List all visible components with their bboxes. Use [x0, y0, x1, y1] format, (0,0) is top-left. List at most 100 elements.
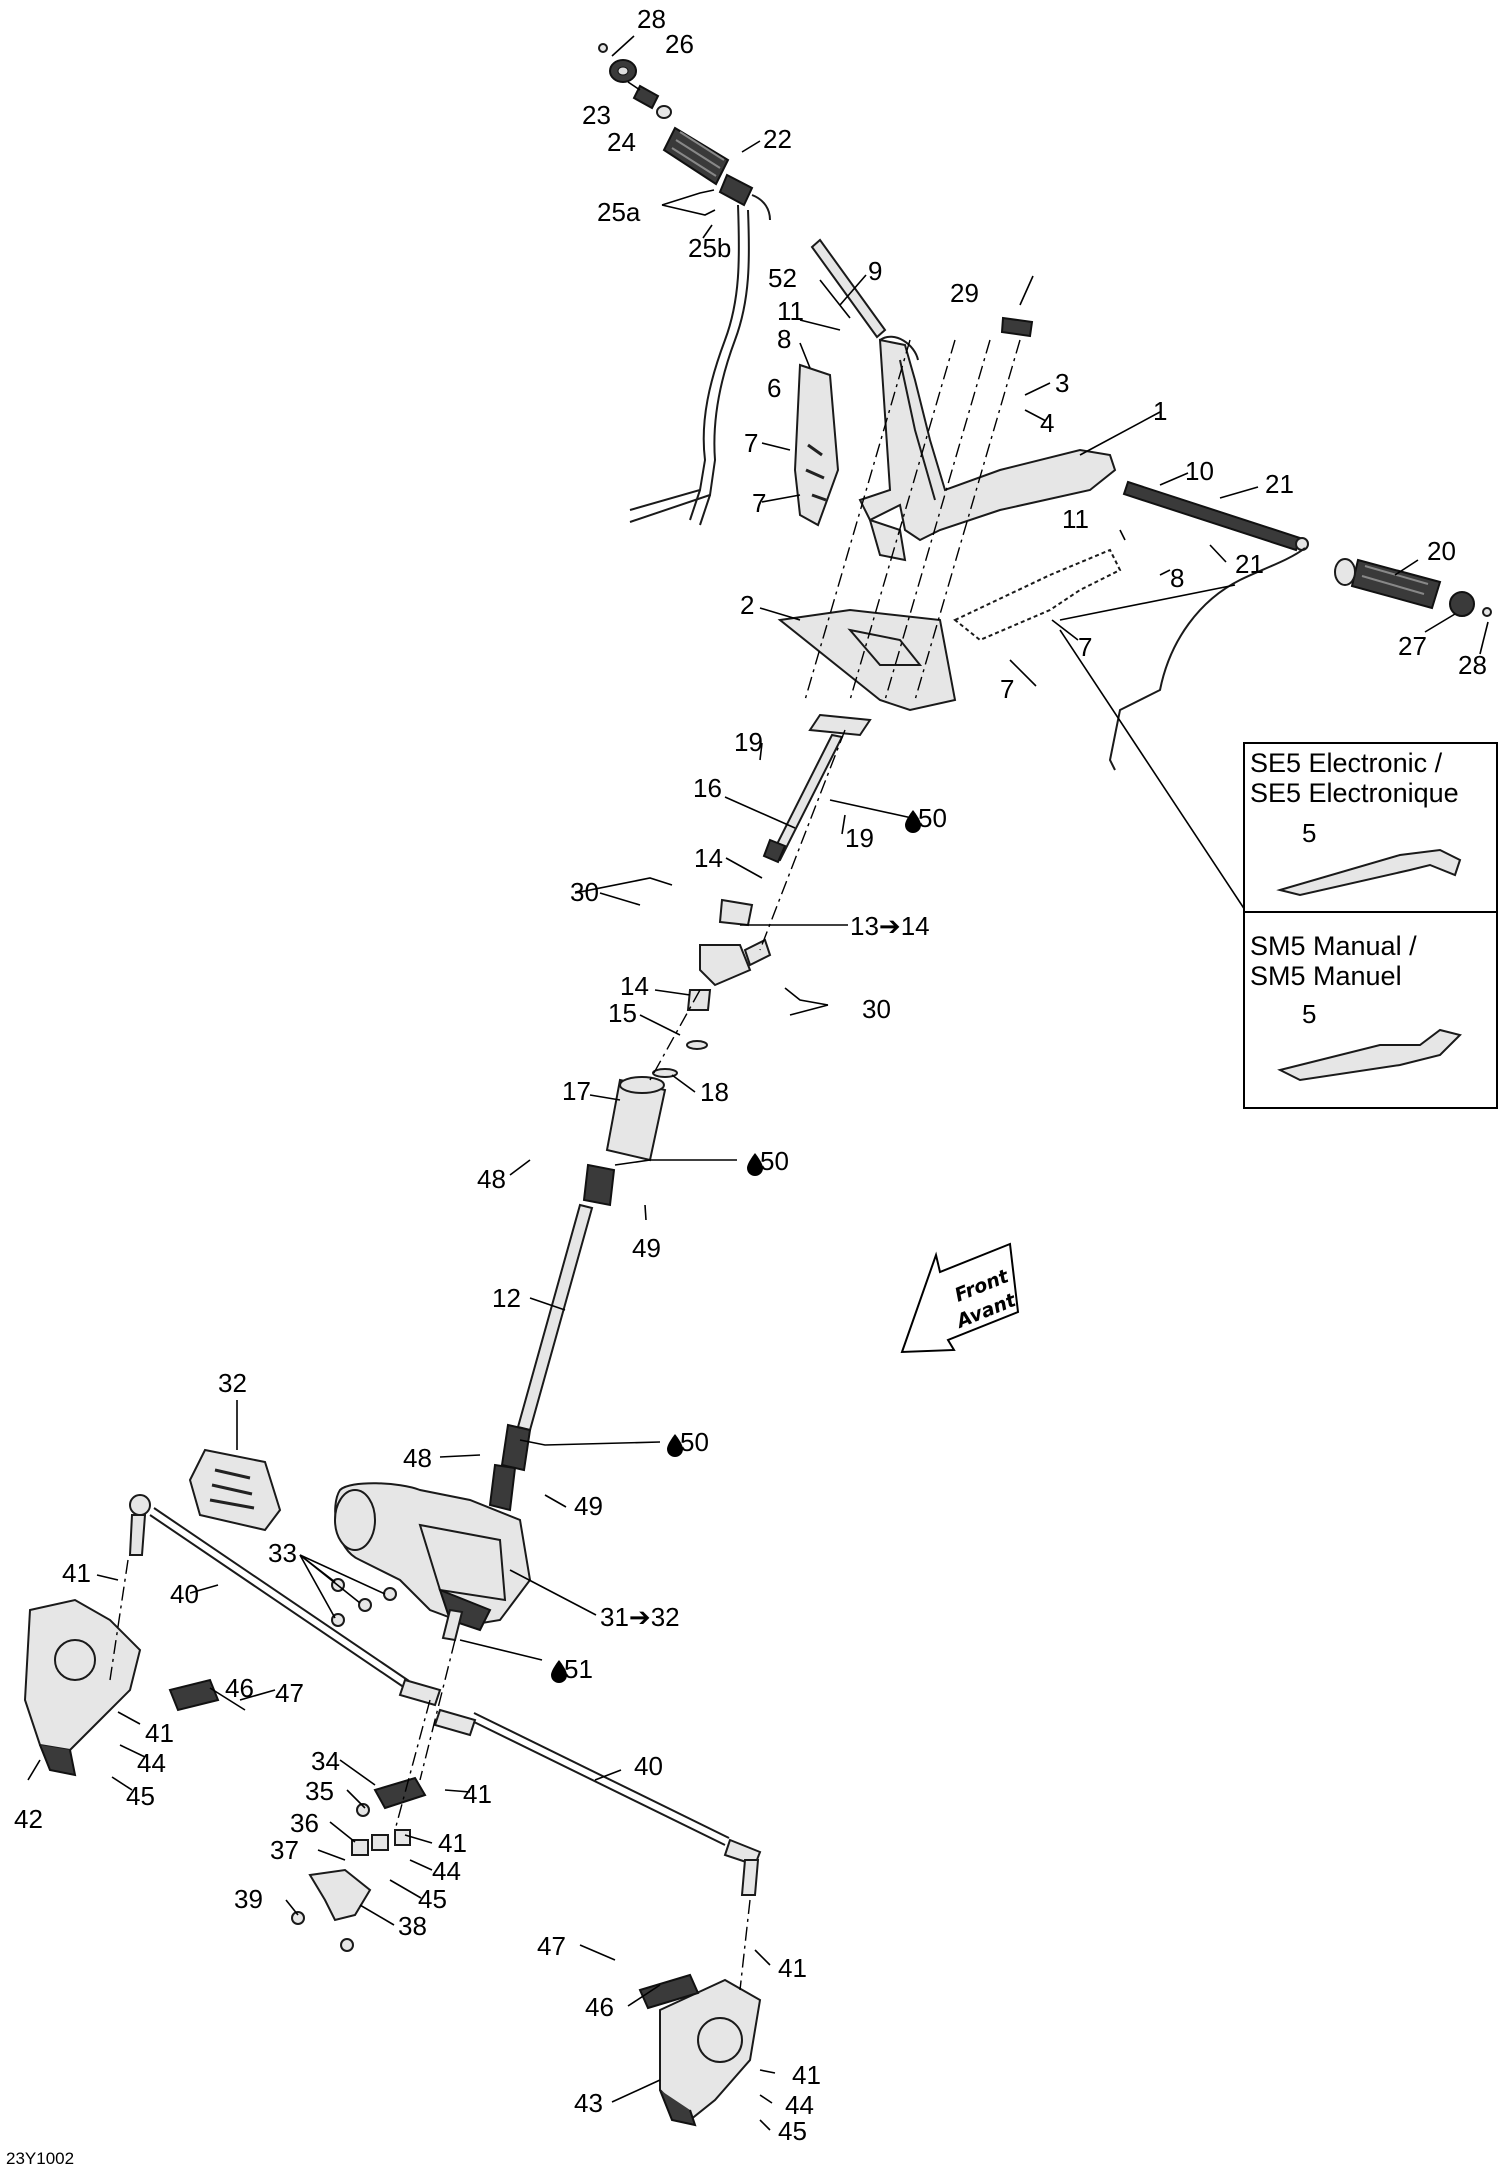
label-3: 3: [1055, 368, 1069, 398]
label-28: 28: [637, 4, 666, 34]
label-41: 41: [792, 2060, 821, 2090]
label-7: 7: [752, 488, 766, 518]
label-41: 41: [62, 1558, 91, 1588]
label-50: 50: [680, 1427, 709, 1457]
label-35: 35: [305, 1776, 334, 1806]
label-7: 7: [1078, 632, 1092, 662]
label-4: 4: [1040, 408, 1054, 438]
label-7: 7: [744, 428, 758, 458]
label-30: 30: [862, 994, 891, 1024]
label-31-32: 31➔32: [600, 1602, 680, 1632]
handlebar-assembly: [777, 238, 1492, 771]
label-39: 39: [234, 1884, 263, 1914]
label-41: 41: [778, 1953, 807, 1983]
label-44: 44: [137, 1748, 166, 1778]
label-1: 1: [1153, 396, 1167, 426]
label-10: 10: [1185, 456, 1214, 486]
label-20: 20: [1427, 536, 1456, 566]
label-19: 19: [845, 823, 874, 853]
label-46: 46: [585, 1992, 614, 2022]
center-lines: [109, 339, 1021, 1991]
label-44: 44: [785, 2090, 814, 2120]
label-48: 48: [477, 1164, 506, 1194]
label-6: 6: [767, 373, 781, 403]
label-36: 36: [290, 1808, 319, 1838]
label-47: 47: [537, 1931, 566, 1961]
label-52: 52: [768, 263, 797, 293]
label-41: 41: [145, 1718, 174, 1748]
label-40: 40: [634, 1751, 663, 1781]
label-21: 21: [1235, 549, 1264, 579]
label-25b: 25b: [688, 233, 731, 263]
label-49: 49: [574, 1491, 603, 1521]
label-24: 24: [607, 127, 636, 157]
label-51: 51: [564, 1654, 593, 1684]
label-32: 32: [218, 1368, 247, 1398]
label-46: 46: [225, 1673, 254, 1703]
label-11: 11: [1062, 504, 1089, 534]
label-11: 11: [777, 296, 804, 326]
sm5-title-line2: SM5 Manuel: [1250, 961, 1402, 991]
label-40: 40: [170, 1579, 199, 1609]
label-14: 14: [620, 971, 649, 1001]
label-48: 48: [403, 1443, 432, 1473]
label-5: 5: [1302, 818, 1316, 848]
label-33: 33: [268, 1538, 297, 1568]
label-30: 30: [570, 877, 599, 907]
label-8: 8: [1170, 563, 1184, 593]
label-12: 12: [492, 1283, 521, 1313]
label-27: 27: [1398, 631, 1427, 661]
label-45: 45: [126, 1781, 155, 1811]
label-13-14: 13➔14: [850, 911, 930, 941]
label-45: 45: [778, 2116, 807, 2146]
front-arrow: [900, 1242, 1020, 1354]
label-19: 19: [734, 727, 763, 757]
label-16: 16: [693, 773, 722, 803]
label-28: 28: [1458, 650, 1487, 680]
label-43: 43: [574, 2088, 603, 2118]
label-34: 34: [311, 1746, 340, 1776]
label-9: 9: [868, 256, 882, 286]
part-labels: 28 26 23 24 22 25a 25b 9 52 11 8 6 7 7 2…: [14, 4, 1487, 2146]
tie-rods: [128, 1494, 762, 1896]
label-14: 14: [694, 843, 723, 873]
label-22: 22: [763, 124, 792, 154]
left-grip-assembly: [598, 43, 771, 526]
label-38: 38: [398, 1911, 427, 1941]
power-steering-unit: [188, 1448, 532, 1642]
label-17: 17: [562, 1076, 591, 1106]
label-42: 42: [14, 1804, 43, 1834]
label-49: 49: [632, 1233, 661, 1263]
label-37: 37: [270, 1835, 299, 1865]
label-44: 44: [432, 1856, 461, 1886]
lubricant-droplets: [551, 810, 921, 1683]
label-50: 50: [760, 1146, 789, 1176]
label-2: 2: [740, 590, 754, 620]
label-8: 8: [777, 324, 791, 354]
inset-labels: SE5 Electronic / SE5 Electronique SM5 Ma…: [1250, 748, 1459, 991]
label-41: 41: [463, 1779, 492, 1809]
label-7: 7: [1000, 674, 1014, 704]
steering-knuckles: [23, 1598, 762, 2127]
sm5-title-line1: SM5 Manual /: [1250, 931, 1417, 961]
label-47: 47: [275, 1678, 304, 1708]
pitman-arm-assembly: [291, 1776, 427, 1952]
se5-title-line2: SE5 Electronique: [1250, 778, 1459, 808]
label-23: 23: [582, 100, 611, 130]
label-5: 5: [1302, 999, 1316, 1029]
label-50: 50: [918, 803, 947, 833]
label-29: 29: [950, 278, 979, 308]
label-41: 41: [438, 1828, 467, 1858]
label-45: 45: [418, 1884, 447, 1914]
label-15: 15: [608, 998, 637, 1028]
label-25a: 25a: [597, 197, 641, 227]
figure-code: 23Y1002: [6, 2149, 74, 2168]
leader-lines: [27, 35, 1489, 2131]
steering-column: [488, 713, 872, 1512]
label-21: 21: [1265, 469, 1294, 499]
se5-title-line1: SE5 Electronic /: [1250, 748, 1443, 778]
inset-sm5: [1277, 1028, 1462, 1082]
label-26: 26: [665, 29, 694, 59]
label-18: 18: [700, 1077, 729, 1107]
